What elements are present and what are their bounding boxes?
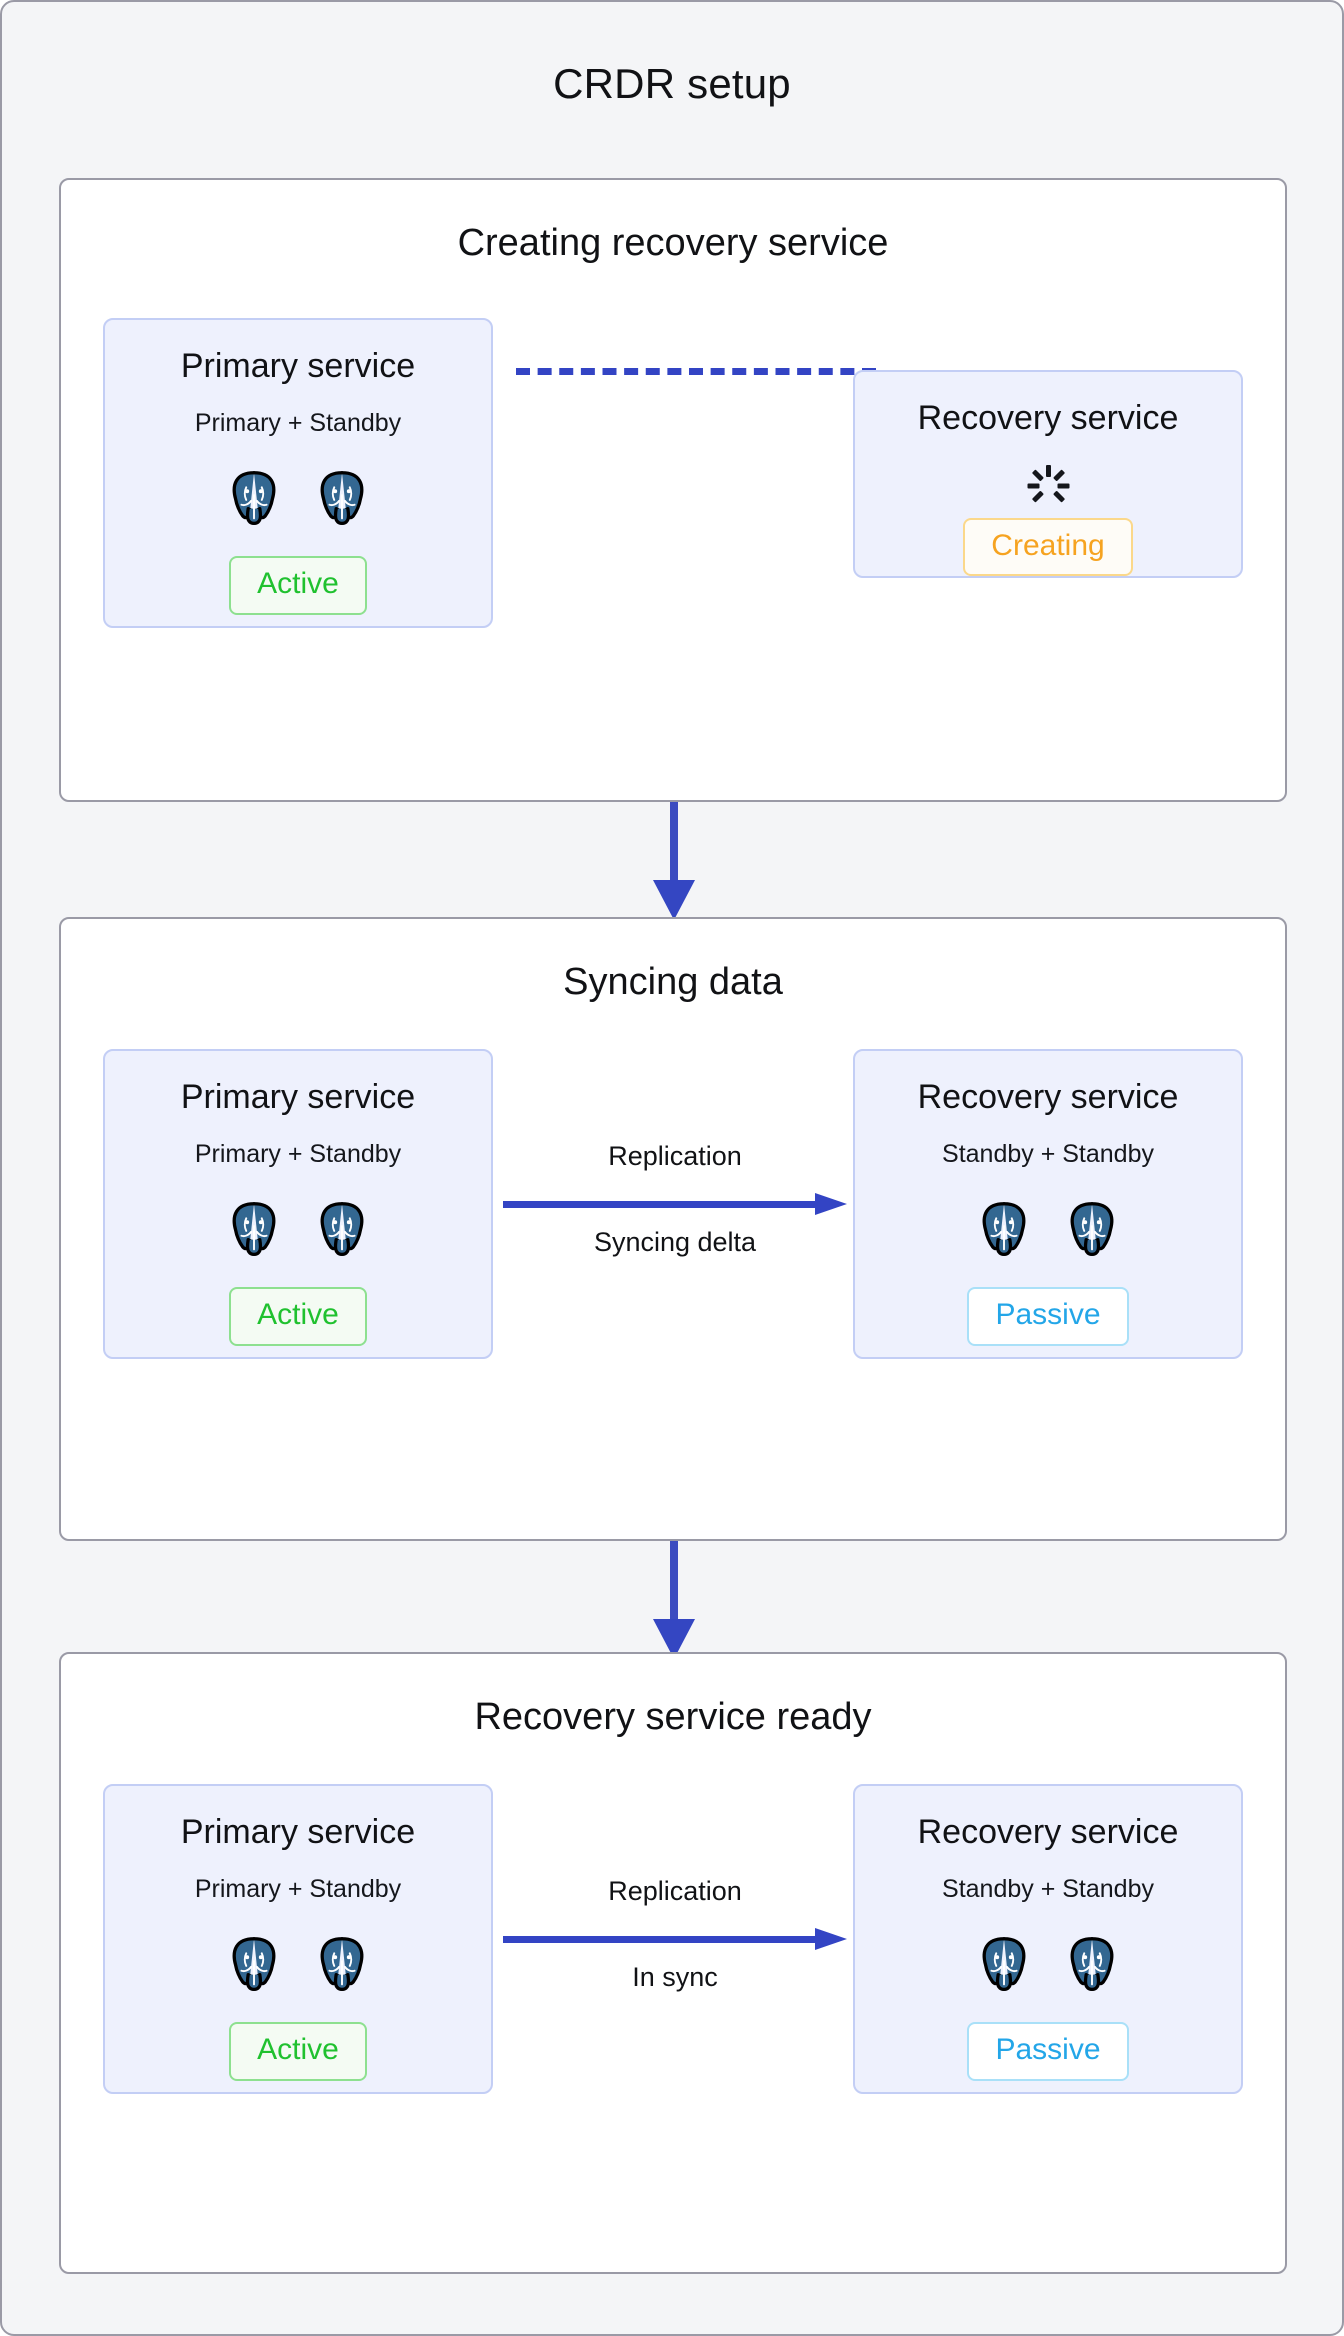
replication-arrow-right-icon xyxy=(503,1928,847,1950)
postgres-elephant-icon xyxy=(232,1937,276,1992)
postgres-elephant-icon xyxy=(982,1937,1026,1992)
stage-title: Syncing data xyxy=(563,961,783,1003)
card-subtitle: Primary + Standby xyxy=(194,1140,402,1169)
stage-title: Recovery service ready xyxy=(474,1696,872,1738)
arrow-shaft xyxy=(670,802,678,886)
card-title: Recovery service xyxy=(917,399,1179,437)
arrow-shaft xyxy=(670,1541,678,1625)
postgres-elephant-icon xyxy=(1070,1202,1114,1257)
recovery-service-card: Recovery service Creating xyxy=(853,370,1243,578)
card-title: Primary service xyxy=(180,1813,416,1851)
page-title: CRDR setup xyxy=(553,60,791,107)
stage-title: Creating recovery service xyxy=(457,222,889,264)
replication-link-dashed xyxy=(516,368,876,375)
postgres-elephant-icon xyxy=(232,471,276,526)
postgres-elephant-icon xyxy=(320,1937,364,1992)
connector-label-top: Replication xyxy=(608,1141,742,1171)
card-subtitle: Primary + Standby xyxy=(194,409,402,438)
card-subtitle: Primary + Standby xyxy=(194,1875,402,1904)
node-icon-row xyxy=(973,1932,1123,1994)
connector-label-top: Replication xyxy=(608,1876,742,1906)
status-badge: Active xyxy=(229,1287,367,1346)
card-subtitle: Standby + Standby xyxy=(942,1875,1154,1904)
stage-panel-syncing: Syncing data Primary service Primary + S… xyxy=(59,917,1287,1541)
status-badge: Active xyxy=(229,2022,367,2081)
stage-panel-creating: Creating recovery service Primary servic… xyxy=(59,178,1287,802)
arrow-head xyxy=(653,880,695,920)
card-title: Recovery service xyxy=(917,1078,1179,1116)
primary-service-card: Primary service Primary + Standby xyxy=(103,1049,493,1359)
card-title: Recovery service xyxy=(917,1813,1179,1851)
node-icon-row xyxy=(973,1197,1123,1259)
flow-arrow-down-icon xyxy=(653,802,695,920)
status-badge: Creating xyxy=(963,517,1133,576)
loading-spinner-icon xyxy=(1025,463,1071,504)
primary-service-card: Primary service Primary + Standby xyxy=(103,1784,493,2094)
recovery-service-card: Recovery service Standby + Standby xyxy=(853,1784,1243,2094)
card-title: Primary service xyxy=(180,347,416,385)
arrow-shaft xyxy=(503,1936,821,1943)
primary-service-card: Primary service Primary + Standby xyxy=(103,318,493,628)
replication-arrow-right-icon xyxy=(503,1193,847,1215)
connector-label-bottom: In sync xyxy=(632,1962,718,1992)
flow-arrow-down-icon xyxy=(653,1541,695,1659)
node-icon-row xyxy=(223,466,373,528)
status-badge: Passive xyxy=(967,2022,1129,2081)
postgres-elephant-icon xyxy=(232,1202,276,1257)
postgres-elephant-icon xyxy=(982,1202,1026,1257)
connector-label-bottom: Syncing delta xyxy=(593,1227,757,1257)
postgres-elephant-icon xyxy=(320,1202,364,1257)
postgres-elephant-icon xyxy=(1070,1937,1114,1992)
arrow-head xyxy=(815,1928,847,1950)
arrow-head xyxy=(815,1193,847,1215)
status-badge: Passive xyxy=(967,1287,1129,1346)
node-icon-row xyxy=(223,1197,373,1259)
card-title: Primary service xyxy=(180,1078,416,1116)
status-badge: Active xyxy=(229,556,367,615)
node-icon-row xyxy=(223,1932,373,1994)
postgres-elephant-icon xyxy=(320,471,364,526)
recovery-service-card: Recovery service Standby + Standby xyxy=(853,1049,1243,1359)
stage-panel-ready: Recovery service ready Primary service P… xyxy=(59,1652,1287,2274)
arrow-shaft xyxy=(503,1201,821,1208)
card-subtitle: Standby + Standby xyxy=(942,1140,1154,1169)
